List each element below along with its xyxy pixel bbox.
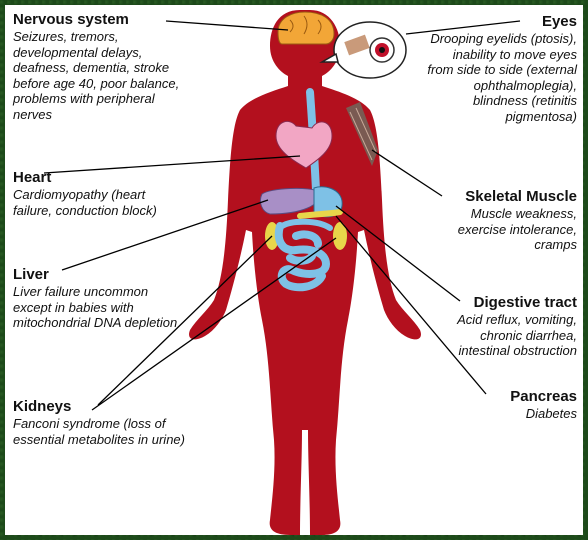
eyes-title: Eyes [427,13,577,31]
label-eyes: Eyes Drooping eyelids (ptosis), inabilit… [427,13,577,124]
kidneys-desc: Fanconi syndrome (loss of essential meta… [13,416,198,447]
heart-title: Heart [13,169,163,187]
label-heart: Heart Cardiomyopathy (heart failure, con… [13,169,163,218]
brain [278,12,334,44]
pancreas [300,212,340,216]
nervous-system-title: Nervous system [13,11,193,29]
pancreas-title: Pancreas [477,388,577,406]
heart-desc: Cardiomyopathy (heart failure, conductio… [13,187,163,218]
kidneys-title: Kidneys [13,398,198,416]
digestive-tract-desc: Acid reflux, vomiting, chronic diarrhea,… [437,312,577,359]
liver-title: Liver [13,266,183,284]
label-kidneys: Kidneys Fanconi syndrome (loss of essent… [13,398,198,447]
pancreas-desc: Diabetes [477,406,577,422]
diagram-canvas: Nervous system Seizures, tremors, develo… [5,5,583,535]
eyes-desc: Drooping eyelids (ptosis), inability to … [427,31,577,124]
label-pancreas: Pancreas Diabetes [477,388,577,422]
skeletal-muscle-desc: Muscle weakness, exercise intolerance, c… [422,206,577,253]
label-nervous-system: Nervous system Seizures, tremors, develo… [13,11,193,122]
digestive-tract-title: Digestive tract [437,294,577,312]
label-liver: Liver Liver failure uncommon except in b… [13,266,183,331]
skeletal-muscle-title: Skeletal Muscle [422,188,577,206]
nervous-system-desc: Seizures, tremors, developmental delays,… [13,29,193,122]
liver-desc: Liver failure uncommon except in babies … [13,284,183,331]
label-digestive-tract: Digestive tract Acid reflux, vomiting, c… [437,294,577,359]
label-skeletal-muscle: Skeletal Muscle Muscle weakness, exercis… [422,188,577,253]
